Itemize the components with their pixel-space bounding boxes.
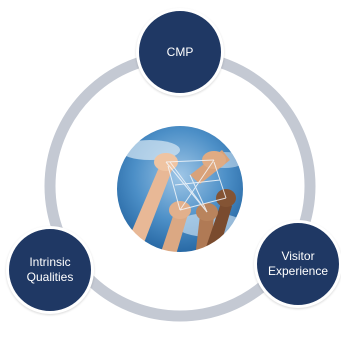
node-intrinsic-qualities: Intrinsic Qualities <box>6 226 94 314</box>
node-visitor-experience-label: Visitor Experience <box>267 249 329 278</box>
node-visitor-experience: Visitor Experience <box>254 220 341 308</box>
node-cmp: CMP <box>136 8 224 96</box>
center-photo <box>114 123 246 255</box>
node-cmp-label: CMP <box>166 44 194 59</box>
node-intrinsic-qualities-label: Intrinsic Qualities <box>26 255 74 284</box>
